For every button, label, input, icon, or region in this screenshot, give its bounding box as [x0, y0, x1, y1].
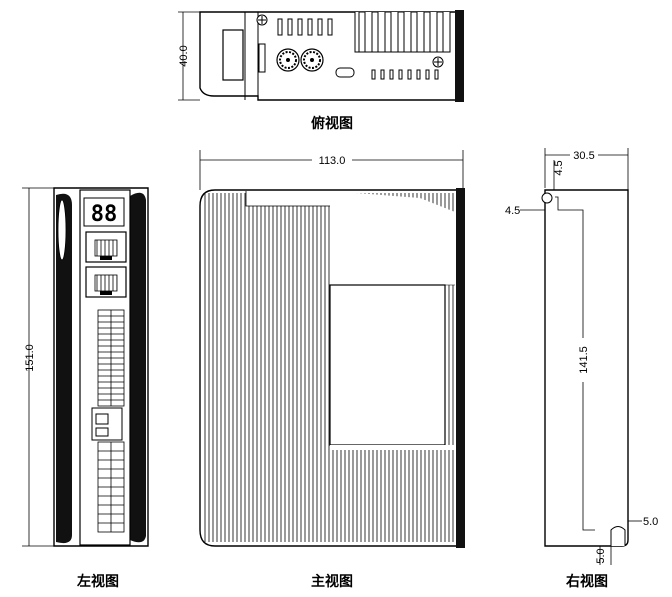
seven-segment-display: 88	[83, 197, 125, 227]
right-view-slot-bottom-label: 5.0	[595, 548, 607, 563]
front-view-end-cap	[456, 188, 465, 548]
top-view-title: 俯视图	[311, 116, 353, 132]
left-view: 151.0 88	[22, 187, 149, 547]
top-view-display-window	[222, 29, 244, 81]
right-view-hole-span-dimension: 141.5	[555, 196, 595, 531]
rotary-dial-icon	[276, 48, 300, 72]
left-view-title: 左视图	[77, 574, 119, 590]
top-view-connector-block	[354, 11, 451, 53]
front-view-width-dimension: 113.0	[199, 150, 464, 190]
right-view-hole-side-label: 4.5	[505, 205, 520, 217]
display-digits: 88	[91, 202, 118, 227]
front-view: 113.0	[199, 150, 465, 548]
screw-icon	[256, 14, 268, 26]
top-view-vents	[277, 18, 333, 36]
ethernet-port-icon	[85, 231, 127, 263]
right-view-hole-span-label: 141.5	[578, 346, 590, 374]
rotary-dial-icon	[300, 48, 324, 72]
right-view-slot-bottom-dimension: 5.0	[595, 546, 612, 565]
right-view-width-dimension: 30.5	[544, 148, 629, 190]
ethernet-port-icon	[85, 266, 127, 298]
front-view-width-label: 113.0	[319, 155, 346, 167]
top-view-end-cap	[455, 10, 464, 102]
mounting-hole-icon	[541, 192, 553, 204]
right-view: 30.5 4.5 4.5 141.5 5.0	[505, 148, 658, 565]
mounting-slot-icon	[610, 526, 626, 546]
right-view-hole-top-dimension: 4.5	[553, 160, 565, 192]
right-view-width-label: 30.5	[573, 150, 594, 162]
left-view-height-dimension: 151.0	[22, 187, 54, 547]
top-view-height-label: 40.0	[178, 45, 190, 66]
right-view-slot-side-dimension: 5.0	[628, 516, 658, 528]
terminal-block	[97, 309, 125, 407]
power-terminal	[97, 441, 125, 533]
top-view-small-vents	[371, 69, 439, 80]
left-view-height-label: 151.0	[24, 344, 36, 372]
front-view-label-area	[329, 284, 446, 446]
signal-connector	[91, 407, 123, 441]
front-view-title: 主视图	[311, 574, 353, 590]
top-view: 40.0	[178, 10, 464, 102]
right-view-hole-side-dimension: 4.5	[505, 205, 545, 217]
right-view-hole-top-label: 4.5	[553, 160, 565, 175]
top-view-height-dimension: 40.0	[178, 11, 200, 101]
right-view-slot-side-label: 5.0	[643, 516, 658, 528]
screw-icon	[432, 56, 444, 68]
right-view-title: 右视图	[566, 574, 608, 590]
